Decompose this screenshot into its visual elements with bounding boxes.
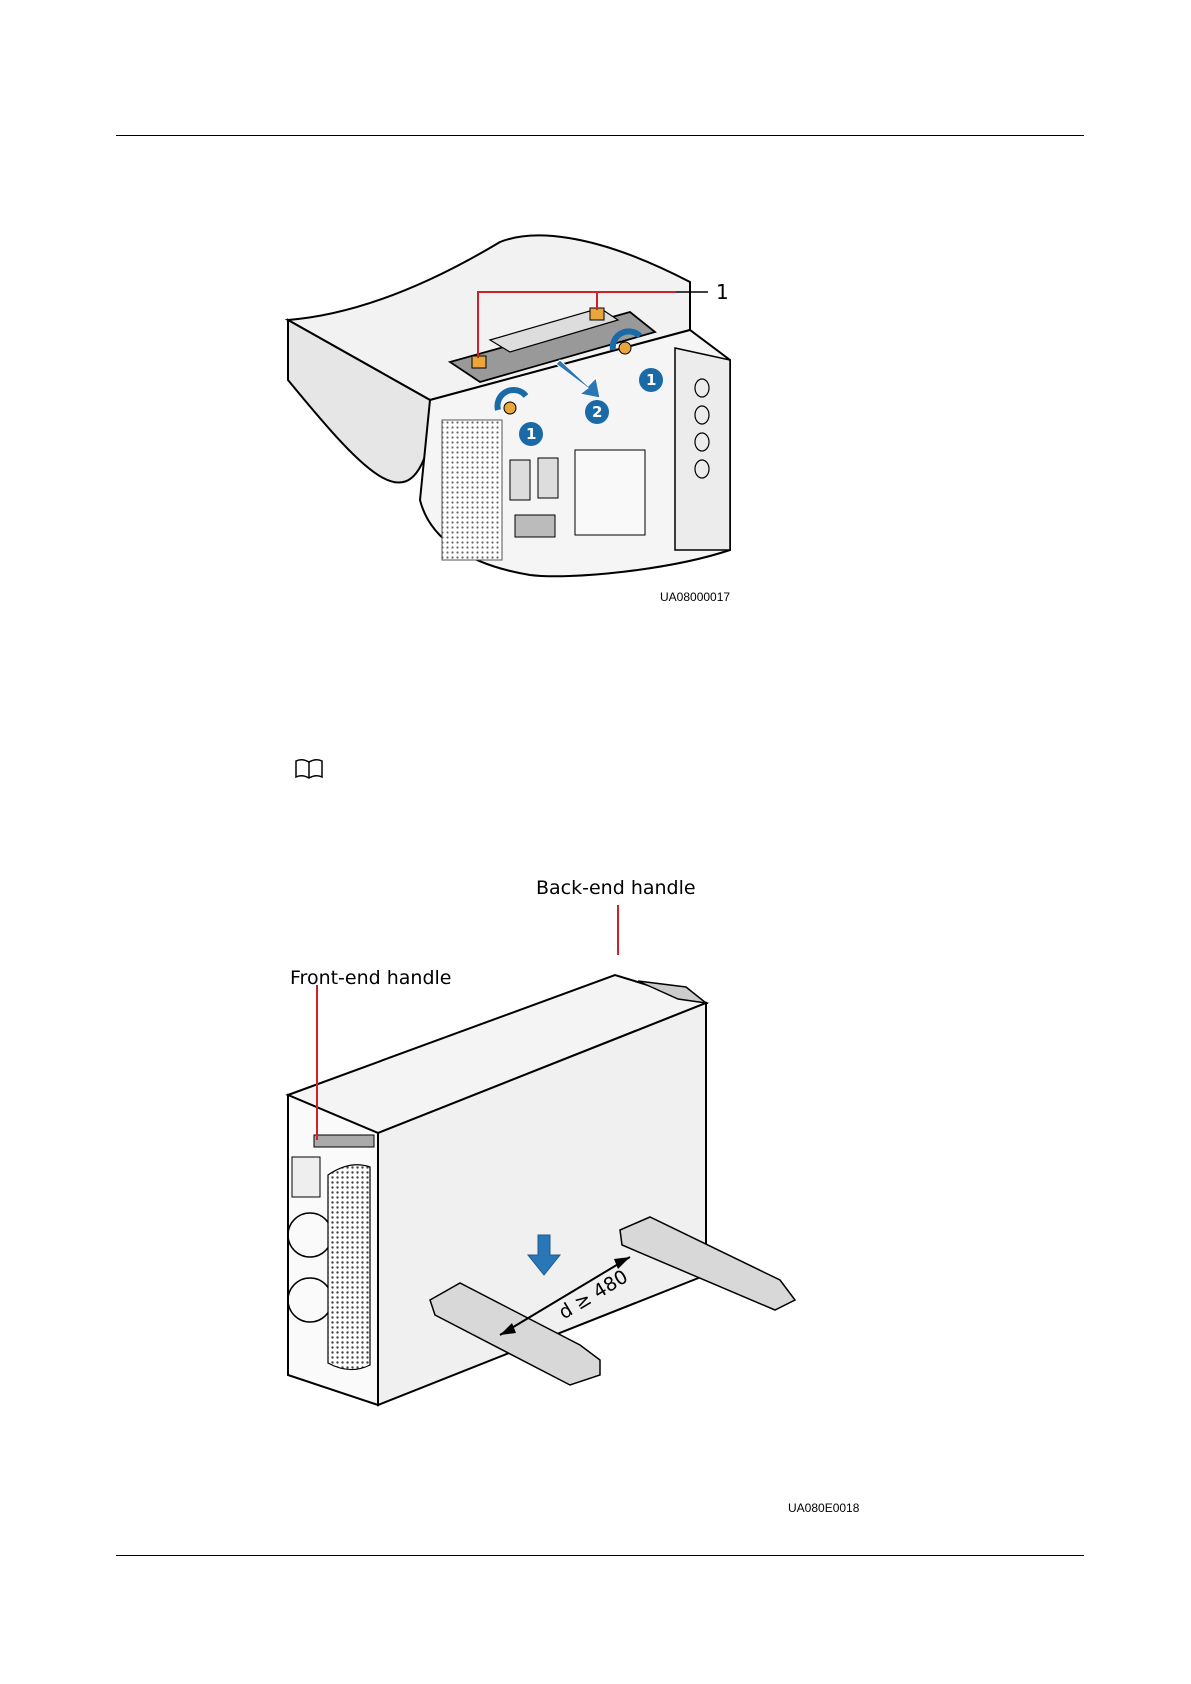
screw-right <box>619 342 631 354</box>
callout-number: 1 <box>716 280 729 304</box>
slot-module <box>575 450 645 535</box>
step-label-1a: 1 <box>646 371 656 389</box>
vent-grille <box>442 420 502 560</box>
back-end-handle-label: Back-end handle <box>536 877 696 899</box>
chassis-right-plate <box>675 348 730 550</box>
front-grille <box>328 1165 370 1370</box>
figure-id-2: UA080E0018 <box>788 1501 859 1515</box>
footer-rule <box>116 1555 1084 1556</box>
figure-id-1: UA08000017 <box>660 590 730 604</box>
header-rule <box>116 135 1084 136</box>
book-icon <box>294 758 324 780</box>
step-label-1b: 1 <box>526 425 536 443</box>
figure-place-drawing <box>270 905 880 1515</box>
front-end-handle-label: Front-end handle <box>290 967 452 989</box>
figure-remove-handle-drawing <box>270 220 750 610</box>
front-end-handle-shape <box>314 1135 374 1147</box>
screw-left <box>504 402 516 414</box>
figure-remove-handle: 1 1 1 2 UA08000017 <box>270 220 750 610</box>
port-serial-1 <box>510 460 530 500</box>
display-panel <box>292 1157 320 1197</box>
port-serial-2 <box>538 458 558 498</box>
port-network <box>515 515 555 537</box>
step-label-2: 2 <box>592 403 602 421</box>
figure-place-on-supports: Back-end handle Front-end handle d ≥ 480… <box>270 905 880 1515</box>
